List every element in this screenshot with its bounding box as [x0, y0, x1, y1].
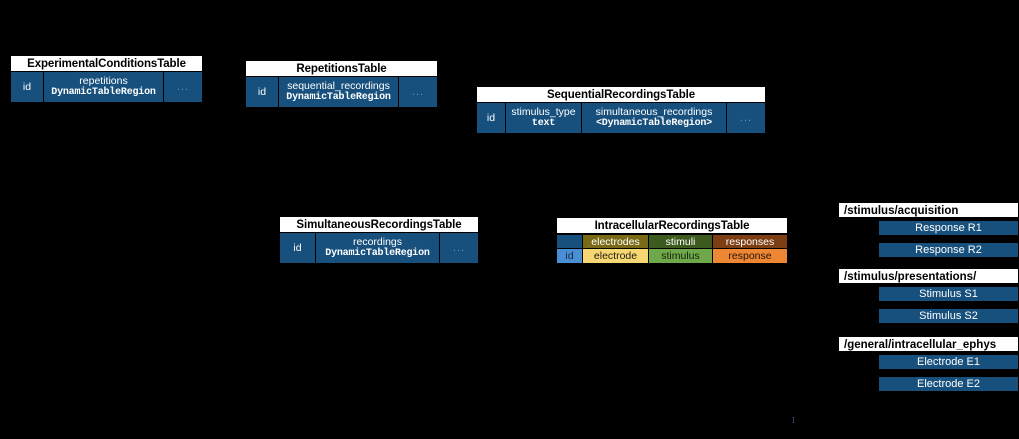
column-sequential-recordings-type: DynamicTableRegion — [286, 92, 391, 103]
column-repetitions-type: DynamicTableRegion — [51, 87, 156, 98]
intracellular-recordings-table-title: IntracellularRecordingsTable — [556, 217, 788, 234]
column-stimulus-type-type: text — [531, 118, 556, 129]
column-ellipsis-label: ... — [739, 111, 753, 124]
column-stimulus-type: stimulus_type text — [506, 103, 582, 134]
group-electrodes: electrodes — [583, 234, 649, 249]
column-id-label: id — [486, 111, 496, 124]
experimental-conditions-table-title: ExperimentalConditionsTable — [10, 55, 203, 72]
repetitions-table-title: RepetitionsTable — [245, 60, 438, 77]
simultaneous-recordings-table-columns: id recordings DynamicTableRegion ... — [279, 233, 479, 264]
group-electrodes-label: electrodes — [591, 235, 640, 248]
column-ellipsis-label: ... — [411, 85, 425, 98]
column-response: response — [713, 249, 788, 264]
column-ellipsis: ... — [727, 103, 766, 134]
column-sequential-recordings: sequential_recordings DynamicTableRegion — [279, 77, 399, 108]
column-id: id — [279, 233, 316, 264]
column-electrode-label: electrode — [593, 250, 638, 262]
group-id-spacer — [556, 234, 583, 249]
group-responses: responses — [713, 234, 788, 249]
path-group-stimulus-presentations: /stimulus/presentations/ Stimulus S1 Sti… — [838, 268, 1019, 324]
path-group-stimulus-acquisition: /stimulus/acquisition Response R1 Respon… — [838, 202, 1019, 258]
column-repetitions-label: repetitions — [79, 74, 128, 87]
experimental-conditions-table-columns: id repetitions DynamicTableRegion ... — [10, 72, 203, 103]
sequential-recordings-table-title: SequentialRecordingsTable — [476, 86, 766, 103]
path-group-general-intracellular-ephys: /general/intracellular_ephys Electrode E… — [838, 336, 1019, 392]
column-recordings-type: DynamicTableRegion — [325, 248, 430, 259]
column-repetitions: repetitions DynamicTableRegion — [44, 72, 164, 103]
column-id: id — [476, 103, 506, 134]
column-id: id — [556, 249, 583, 264]
column-simultaneous-recordings-label: simultaneous_recordings — [595, 105, 713, 118]
column-ellipsis: ... — [164, 72, 203, 103]
sequential-recordings-table-columns: id stimulus_type text simultaneous_recor… — [476, 103, 766, 134]
simultaneous-recordings-table-title: SimultaneousRecordingsTable — [279, 216, 479, 233]
intracellular-recordings-table: IntracellularRecordingsTable electrodes … — [556, 217, 788, 264]
sequential-recordings-table: SequentialRecordingsTable id stimulus_ty… — [476, 86, 766, 134]
column-ellipsis-label: ... — [176, 80, 190, 93]
column-stimulus-label: stimulus — [661, 250, 700, 262]
object-response-r2[interactable]: Response R2 — [878, 242, 1019, 258]
column-id-label: id — [257, 85, 267, 98]
intracellular-recordings-column-row: id electrode stimulus response — [556, 249, 788, 264]
column-id-label: id — [565, 250, 574, 262]
object-electrode-e2[interactable]: Electrode E2 — [878, 376, 1019, 392]
object-stimulus-s1[interactable]: Stimulus S1 — [878, 286, 1019, 302]
column-id-label: id — [22, 80, 32, 93]
column-ellipsis-label: ... — [452, 241, 466, 254]
column-simultaneous-recordings: simultaneous_recordings <DynamicTableReg… — [582, 103, 727, 134]
group-stimuli: stimuli — [649, 234, 713, 249]
column-id-label: id — [293, 241, 302, 254]
object-electrode-e1[interactable]: Electrode E1 — [878, 354, 1019, 370]
column-stimulus: stimulus — [649, 249, 713, 264]
object-stimulus-s2[interactable]: Stimulus S2 — [878, 308, 1019, 324]
group-stimuli-label: stimuli — [665, 235, 696, 248]
object-response-r1[interactable]: Response R1 — [878, 220, 1019, 236]
column-sequential-recordings-label: sequential_recordings — [287, 79, 390, 92]
column-response-label: response — [728, 250, 772, 262]
simultaneous-recordings-table: SimultaneousRecordingsTable id recording… — [279, 216, 479, 264]
intracellular-recordings-group-row: electrodes stimuli responses — [556, 234, 788, 249]
column-stimulus-type-label: stimulus_type — [511, 105, 576, 118]
column-recordings-label: recordings — [352, 235, 403, 248]
column-simultaneous-recordings-type: <DynamicTableRegion> — [595, 118, 713, 129]
repetitions-table-columns: id sequential_recordings DynamicTableReg… — [245, 77, 438, 108]
column-id: id — [245, 77, 279, 108]
column-ellipsis: ... — [440, 233, 479, 264]
path-label-stimulus-presentations: /stimulus/presentations/ — [838, 268, 1019, 284]
column-electrode: electrode — [583, 249, 649, 264]
group-responses-label: responses — [725, 235, 775, 248]
column-ellipsis: ... — [399, 77, 438, 108]
column-id: id — [10, 72, 44, 103]
page-number: 1 — [791, 415, 796, 425]
repetitions-table: RepetitionsTable id sequential_recording… — [245, 60, 438, 108]
path-label-stimulus-acquisition: /stimulus/acquisition — [838, 202, 1019, 218]
column-recordings: recordings DynamicTableRegion — [316, 233, 440, 264]
experimental-conditions-table: ExperimentalConditionsTable id repetitio… — [10, 55, 203, 103]
path-label-general-intracellular-ephys: /general/intracellular_ephys — [838, 336, 1019, 352]
